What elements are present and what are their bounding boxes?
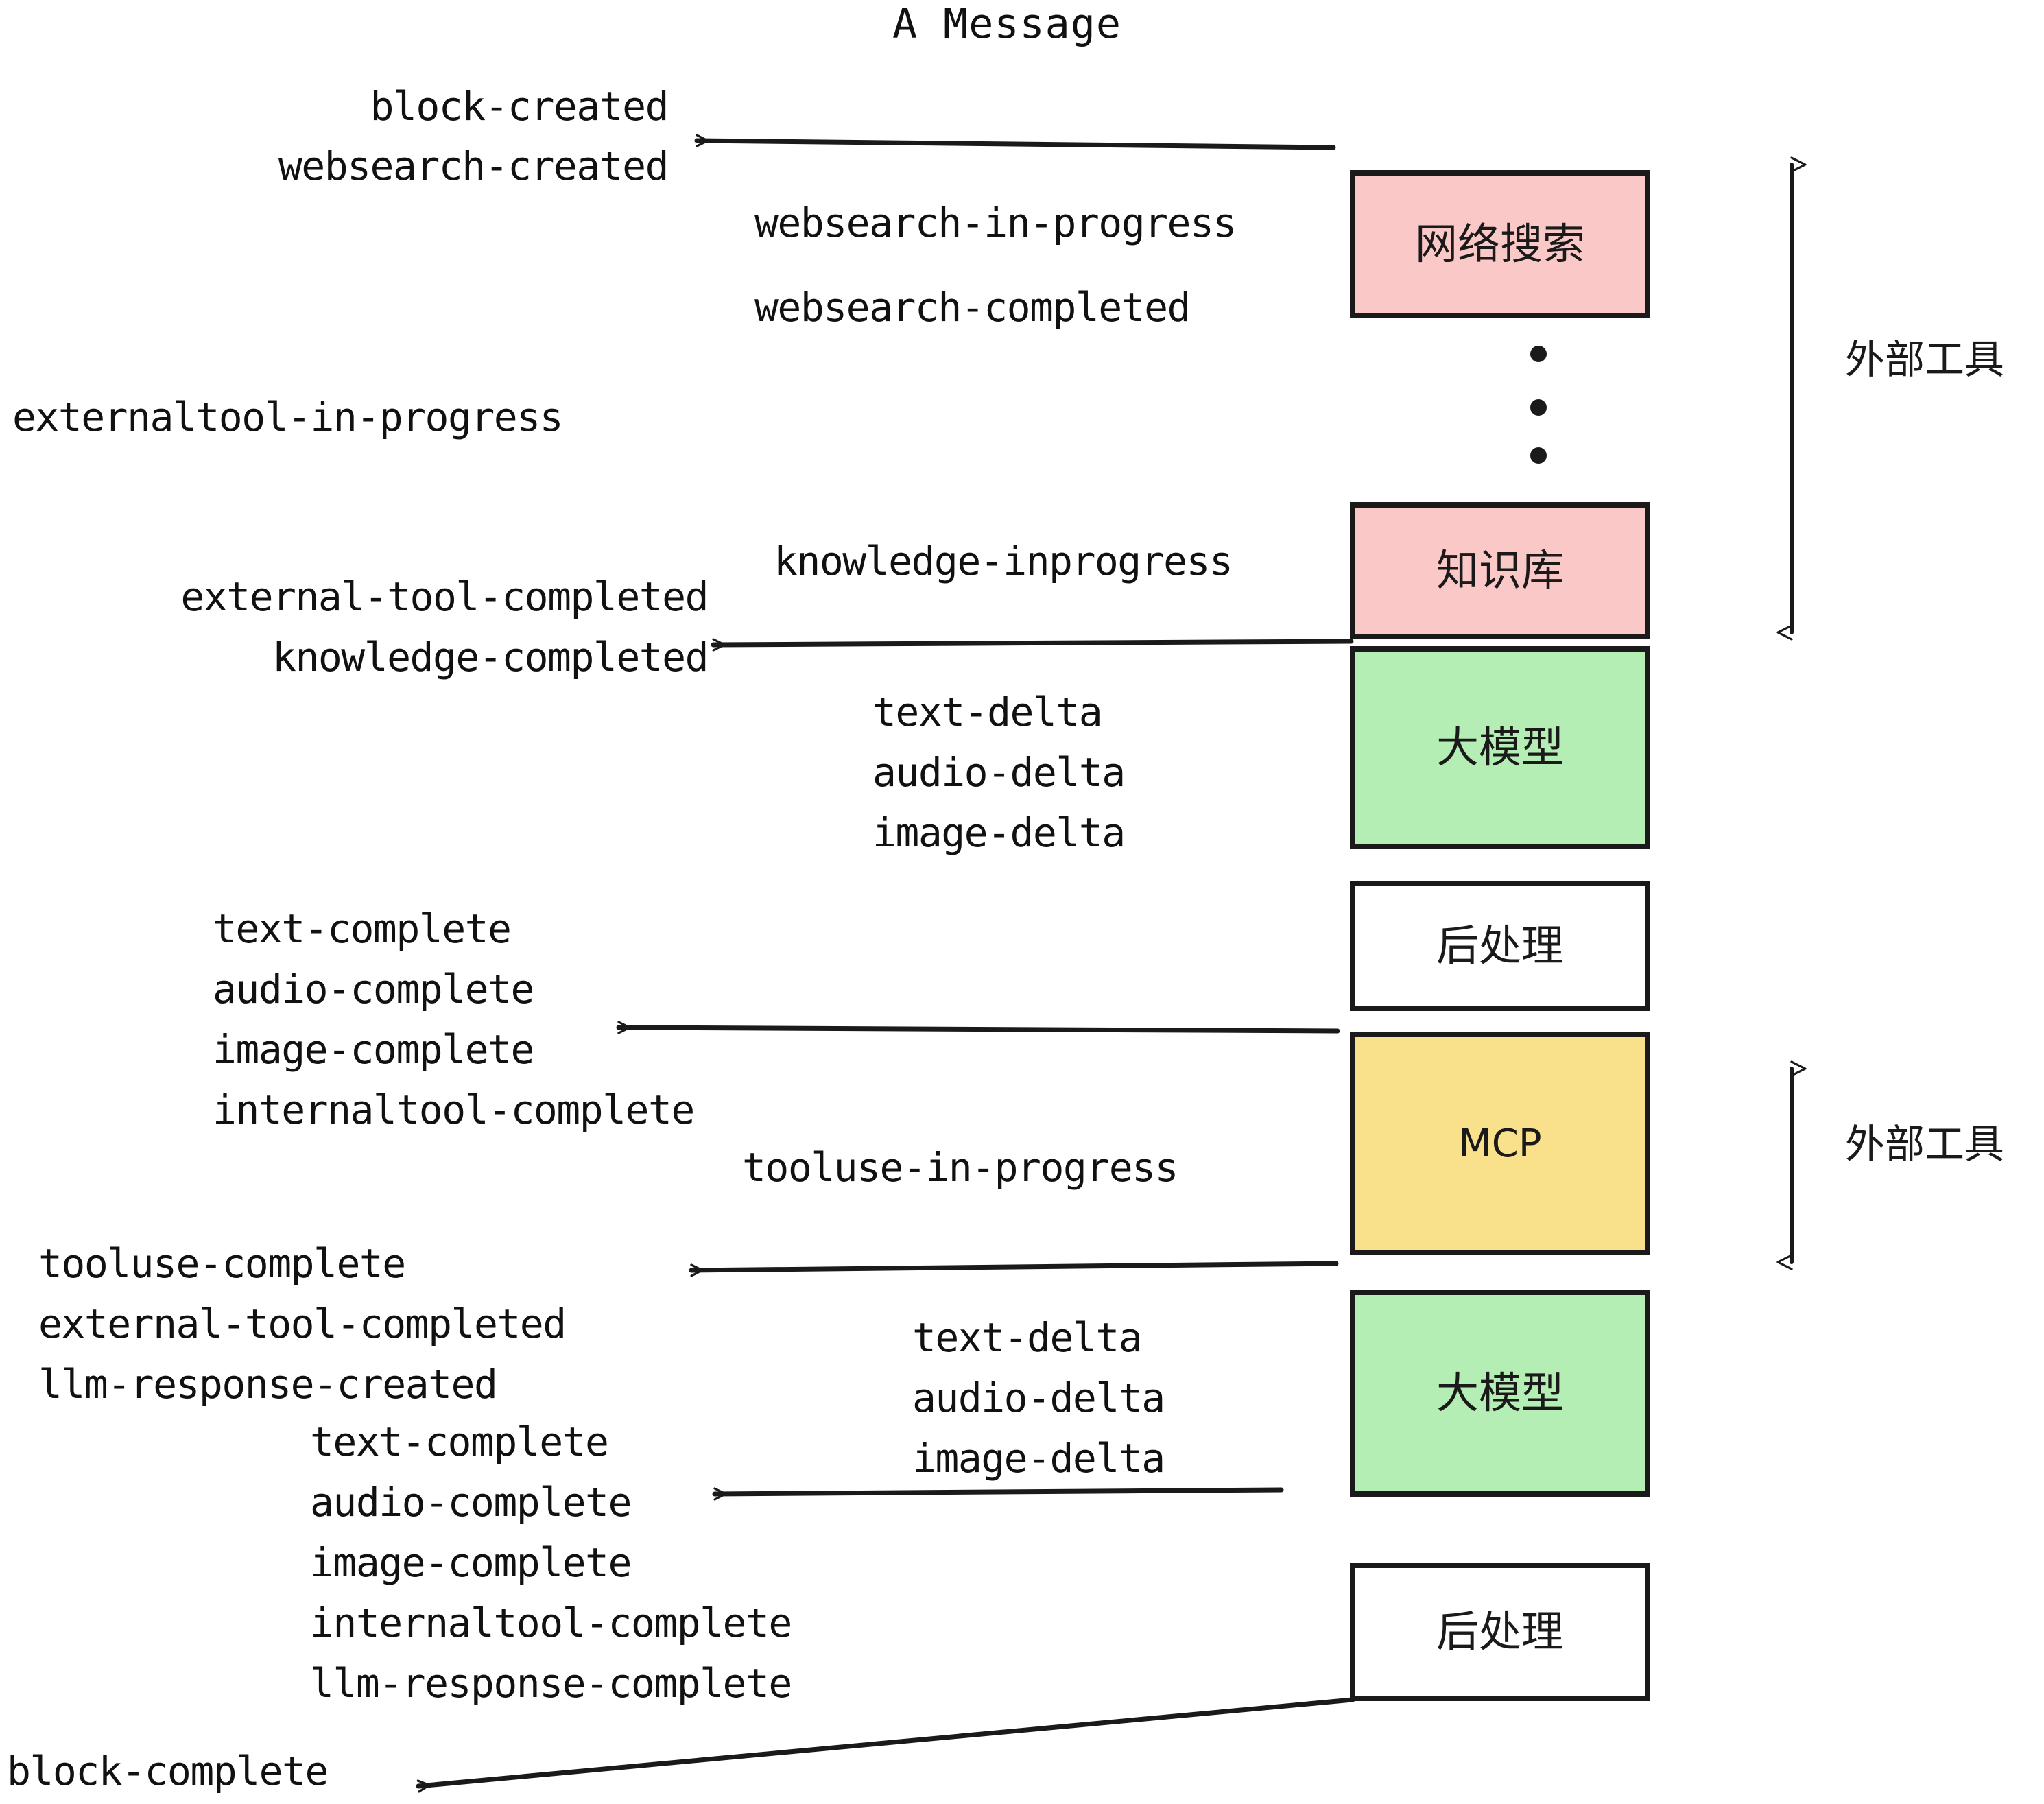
node-box-label-websearch: 网络搜索 xyxy=(1415,219,1585,269)
side-label-external-tools-bottom: 外部工具 xyxy=(1845,1121,2004,1167)
event-label: external-tool-completed xyxy=(180,573,708,620)
event-group-complete-group-2: text-complete audio-complete image-complet… xyxy=(310,1419,792,1707)
block-created-arrow xyxy=(694,134,1336,150)
node-box-fill-postprocess-2 xyxy=(1350,1563,1650,1701)
event-label: block-created xyxy=(370,83,668,130)
event-label: audio-complete xyxy=(213,966,534,1012)
event-label: image-delta xyxy=(872,809,1125,856)
node-box-label-postprocess-2: 后处理 xyxy=(1436,1606,1564,1657)
node-box-websearch[interactable]: 网络搜索 xyxy=(1350,170,1650,318)
event-group-externaltool-progress-group: externaltool-in-progress xyxy=(12,394,564,440)
side-label-external-tools-top: 外部工具 xyxy=(1845,336,2004,383)
ellipsis-dot-2 xyxy=(1530,399,1547,416)
event-label: websearch-created xyxy=(278,143,668,189)
node-box-fill-websearch xyxy=(1350,170,1650,318)
node-box-llm-1[interactable]: 大模型 xyxy=(1350,646,1650,849)
event-group-tooluse-progress-group: tooluse-in-progress xyxy=(742,1144,1178,1191)
diagram-title: A Message xyxy=(892,0,1121,48)
event-label: text-delta xyxy=(912,1314,1141,1361)
event-label: image-complete xyxy=(213,1026,534,1073)
image-complete-arrow xyxy=(616,1021,1340,1034)
ellipsis-dots-group xyxy=(1530,346,1547,464)
node-box-fill-knowledge xyxy=(1350,502,1650,639)
event-label: llm-response-created xyxy=(38,1361,497,1408)
event-label: block-complete xyxy=(7,1748,328,1794)
event-group-delta-group-2: text-delta audio-delta image-delta xyxy=(912,1314,1165,1482)
node-box-label-postprocess-1: 后处理 xyxy=(1436,921,1564,971)
event-label: websearch-in-progress xyxy=(754,200,1236,246)
event-label: internaltool-complete xyxy=(310,1600,792,1646)
event-label: internaltool-complete xyxy=(213,1087,694,1133)
knowledge-arrow xyxy=(711,638,1354,652)
flow-arrow-group xyxy=(416,134,1355,1793)
node-box-fill-llm-1 xyxy=(1350,646,1650,849)
node-box-fill-llm-2 xyxy=(1350,1290,1650,1497)
node-box-fill-mcp xyxy=(1350,1032,1650,1255)
node-box-label-llm-1: 大模型 xyxy=(1436,722,1564,772)
event-group-tooluse-complete-group: tooluse-complete external-tool-completed l… xyxy=(38,1240,567,1408)
node-box-postprocess-2[interactable]: 后处理 xyxy=(1350,1563,1650,1701)
event-group-external-completed-group: external-tool-completed knowledge-complet… xyxy=(180,573,709,680)
event-label: audio-complete xyxy=(310,1479,631,1526)
block-complete-arrow xyxy=(416,1697,1355,1793)
event-label: llm-response-complete xyxy=(310,1660,792,1707)
event-label: text-complete xyxy=(213,905,510,952)
event-label: knowledge-completed xyxy=(272,634,708,680)
audio-complete-arrow xyxy=(712,1487,1284,1501)
event-group-complete-group-1: text-complete audio-complete image-complet… xyxy=(213,905,695,1133)
node-box-fill-postprocess-1 xyxy=(1350,881,1650,1011)
event-group-block-complete-group: block-complete xyxy=(7,1748,329,1794)
event-group-knowledge-progress-group: knowledge-inprogress xyxy=(774,538,1233,584)
event-label: tooluse-in-progress xyxy=(742,1144,1178,1191)
event-label: image-complete xyxy=(310,1539,631,1586)
event-group-websearch-progress-group: websearch-in-progress websearch-completed xyxy=(754,200,1237,331)
event-label: knowledge-inprogress xyxy=(774,538,1232,584)
ellipsis-dot-1 xyxy=(1530,346,1547,362)
node-box-label-mcp: MCP xyxy=(1458,1121,1541,1166)
node-box-label-llm-2: 大模型 xyxy=(1436,1368,1564,1418)
node-box-knowledge[interactable]: 知识库 xyxy=(1350,502,1650,639)
node-box-postprocess-1[interactable]: 后处理 xyxy=(1350,881,1650,1011)
event-label: tooluse-complete xyxy=(38,1240,405,1287)
node-box-llm-2[interactable]: 大模型 xyxy=(1350,1290,1650,1497)
event-label: externaltool-in-progress xyxy=(12,394,562,440)
event-group-delta-group-1: text-delta audio-delta image-delta xyxy=(872,689,1126,856)
node-box-mcp[interactable]: MCP xyxy=(1350,1032,1650,1255)
event-group-created-group: block-created websearch-created xyxy=(278,83,669,189)
ellipsis-dot-3 xyxy=(1530,447,1547,464)
event-label: audio-delta xyxy=(912,1375,1165,1421)
node-box-label-knowledge: 知识库 xyxy=(1436,545,1564,595)
event-label: websearch-completed xyxy=(754,284,1190,331)
event-label: audio-delta xyxy=(872,749,1125,796)
event-label: external-tool-completed xyxy=(38,1301,566,1347)
tooluse-complete-arrow xyxy=(689,1261,1339,1277)
event-label-group: block-created websearch-created websearch-… xyxy=(7,83,1237,1794)
event-label: text-complete xyxy=(310,1419,608,1465)
event-label: image-delta xyxy=(912,1435,1165,1482)
event-label: text-delta xyxy=(872,689,1102,735)
